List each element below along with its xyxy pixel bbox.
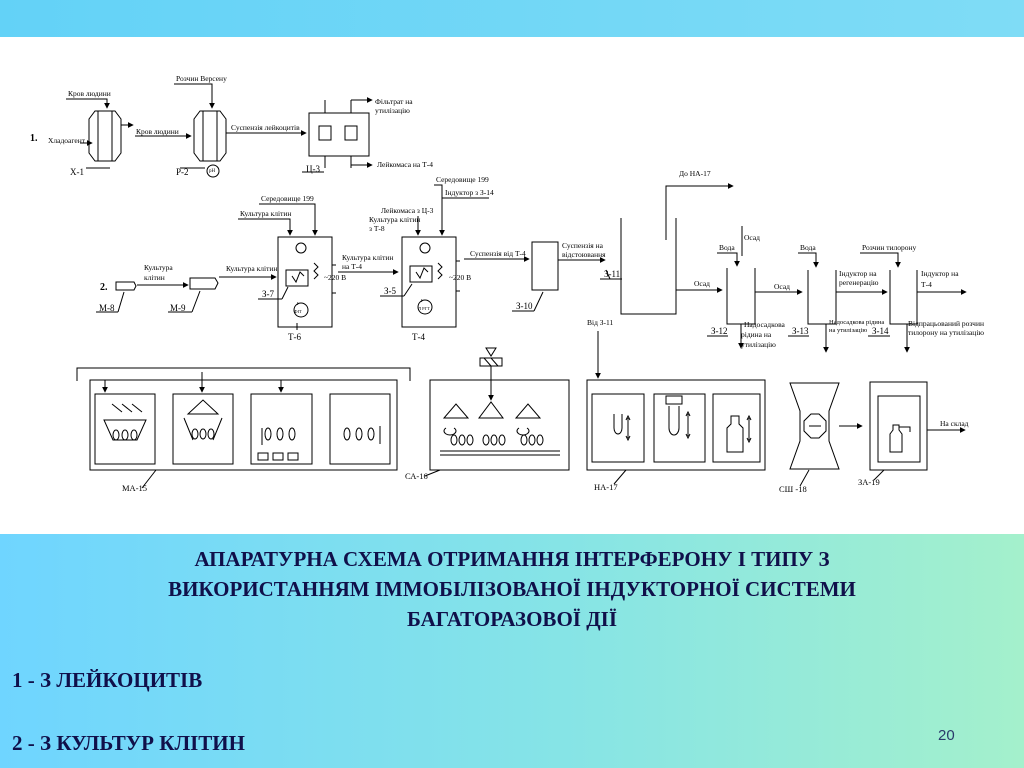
- apparatus-za19: ЗА-19: [858, 381, 966, 487]
- inductor-vessel-z14: З-14: [868, 270, 918, 337]
- label-culture-from-t8-2: з Т-8: [369, 224, 385, 233]
- subtitle-leukocytes: 1 - З ЛЕЙКОЦИТІВ: [12, 668, 203, 692]
- svg-text:Л РГТ: Л РГТ: [418, 306, 430, 311]
- label-suspension-from-t4: Суспензія від Т-4: [470, 249, 526, 258]
- svg-text:НА-17: НА-17: [594, 482, 618, 492]
- thermostat-t4: t Л РГТ Т-4 З-5: [380, 236, 460, 342]
- label-water-a: Вода: [719, 243, 735, 252]
- apparatus-ca16: СА-16: [405, 347, 570, 481]
- vessel-m9: М-9: [168, 277, 219, 313]
- page-number: 20: [938, 727, 955, 744]
- settling-tank-z11: З-11: [600, 218, 677, 315]
- label-culture-m9: Культура клітин: [226, 264, 277, 273]
- label-blood-top: Кров людини: [68, 89, 111, 98]
- row-1-label: 1.: [30, 133, 38, 144]
- svg-text:З-7: З-7: [262, 289, 275, 299]
- svg-text:М-9: М-9: [170, 303, 186, 313]
- thermostat-t6: t ФІТ Т-6 З-7: [258, 236, 336, 342]
- svg-text:Р-2: Р-2: [176, 167, 189, 177]
- reactor-r2: Р-2 pH: [176, 110, 227, 178]
- label-spent-tilorone-1: Відпрацьований розчин: [908, 319, 984, 328]
- svg-text:З-11: З-11: [604, 269, 620, 279]
- label-leukomass-from-c3: Лейкомаса з Ц-3: [381, 206, 434, 215]
- svg-text:Ц-3: Ц-3: [306, 164, 320, 174]
- row-2-label: 2.: [100, 282, 108, 293]
- centrifuge-c3: Ц-3: [302, 100, 370, 174]
- label-culture-m8-1: Культура: [144, 263, 173, 272]
- label-to-warehouse: На склад: [940, 419, 969, 428]
- svg-text:ЗА-19: ЗА-19: [858, 477, 880, 487]
- label-filtrate-2: утилізацію: [375, 106, 410, 115]
- label-filtrate-1: Фільтрат на: [375, 97, 413, 106]
- svg-text:СА-16: СА-16: [405, 471, 428, 481]
- svg-text:Т-4: Т-4: [412, 332, 425, 342]
- svg-text:З-13: З-13: [792, 326, 809, 336]
- label-coolant: Хладоагент: [48, 136, 86, 145]
- label-from-z11: Від З-11: [587, 318, 614, 327]
- label-spent-tilorone-2: тилорону на утилізацію: [908, 328, 984, 337]
- subtitle-cell-cultures: 2 - З КУЛЬТУР КЛІТИН: [12, 731, 245, 755]
- label-leuko-suspension: Суспензія лейкоцитів: [231, 123, 300, 132]
- label-supernatant-2: рідина на: [741, 330, 772, 339]
- svg-text:t: t: [297, 302, 299, 307]
- label-water-b: Вода: [800, 243, 816, 252]
- svg-text:pH: pH: [209, 169, 216, 174]
- label-inductor-t4-2: Т-4: [921, 280, 932, 289]
- label-culture-from-t8-1: Культура клітин: [369, 215, 420, 224]
- label-supernatant-3: утилізацію: [741, 340, 776, 349]
- label-220v-t6: ~220 В: [324, 273, 346, 282]
- top-color-band: [0, 0, 1024, 37]
- label-220v-t4: ~220 В: [449, 273, 471, 282]
- label-suspension-settling-2: відстоювання: [562, 250, 606, 259]
- label-leukomass-t4: Лейкомаса на Т-4: [377, 160, 433, 169]
- label-supernatant-util-1: Надосадкова рідина: [829, 319, 884, 326]
- svg-text:МА-15: МА-15: [122, 483, 147, 493]
- label-supernatant-util-2: на утилізацію: [829, 327, 867, 334]
- label-inductor-regen-1: Індуктор на: [839, 269, 877, 278]
- apparatus-ma15: МА-15: [76, 367, 411, 493]
- svg-text:Х-1: Х-1: [70, 167, 84, 177]
- svg-text:ФІТ: ФІТ: [294, 309, 302, 314]
- label-inductor-t4-1: Індуктор на: [921, 269, 959, 278]
- label-sediment-c: Осад: [774, 282, 790, 291]
- process-diagram: 1. Х-1 Кров людини Хладоагент Р-2 pH Кро…: [0, 37, 1024, 534]
- label-culture-to-t4-1: Культура клітин: [342, 253, 393, 262]
- label-medium199-t6: Середовище 199: [261, 194, 314, 203]
- label-versen: Розчин Версену: [176, 74, 227, 83]
- slide-title: АПАРАТУРНА СХЕМА ОТРИМАННЯ ІНТЕРФЕРОНУ І…: [168, 547, 856, 631]
- vessel-m8: М-8: [96, 281, 137, 313]
- label-culture-m8-2: клітин: [144, 273, 165, 282]
- cooler-x1: Х-1: [70, 110, 122, 177]
- svg-text:З-14: З-14: [872, 326, 889, 336]
- svg-text:Т-6: Т-6: [288, 332, 301, 342]
- regenerator-z13: З-13: [788, 270, 837, 337]
- svg-text:t: t: [421, 299, 423, 304]
- svg-text:М-8: М-8: [99, 303, 115, 313]
- label-inductor-from-z14: Індуктор з З-14: [445, 188, 494, 197]
- svg-text:СШ -18: СШ -18: [779, 484, 807, 494]
- label-sediment-a: Осад: [694, 279, 710, 288]
- svg-text:З-10: З-10: [516, 301, 533, 311]
- label-suspension-settling-1: Суспензія на: [562, 241, 604, 250]
- label-tilorone: Розчин тилорону: [862, 243, 917, 252]
- label-blood-mid: Кров людини: [136, 127, 179, 136]
- apparatus-ssh18: СШ -18: [779, 382, 863, 494]
- collector-z10: З-10: [512, 241, 559, 312]
- label-to-na17: До НА-17: [679, 169, 711, 178]
- label-sediment-b: Осад: [744, 233, 760, 242]
- label-supernatant-1: Надосадкова: [744, 320, 786, 329]
- label-inductor-regen-2: регенерацію: [839, 278, 879, 287]
- svg-text:З-5: З-5: [384, 286, 397, 296]
- label-culture-t6: Культура клітин: [240, 209, 291, 218]
- svg-text:З-12: З-12: [711, 326, 728, 336]
- label-medium199-t4: Середовище 199: [436, 175, 489, 184]
- apparatus-na17: НА-17: [586, 379, 766, 492]
- label-culture-to-t4-2: на Т-4: [342, 262, 362, 271]
